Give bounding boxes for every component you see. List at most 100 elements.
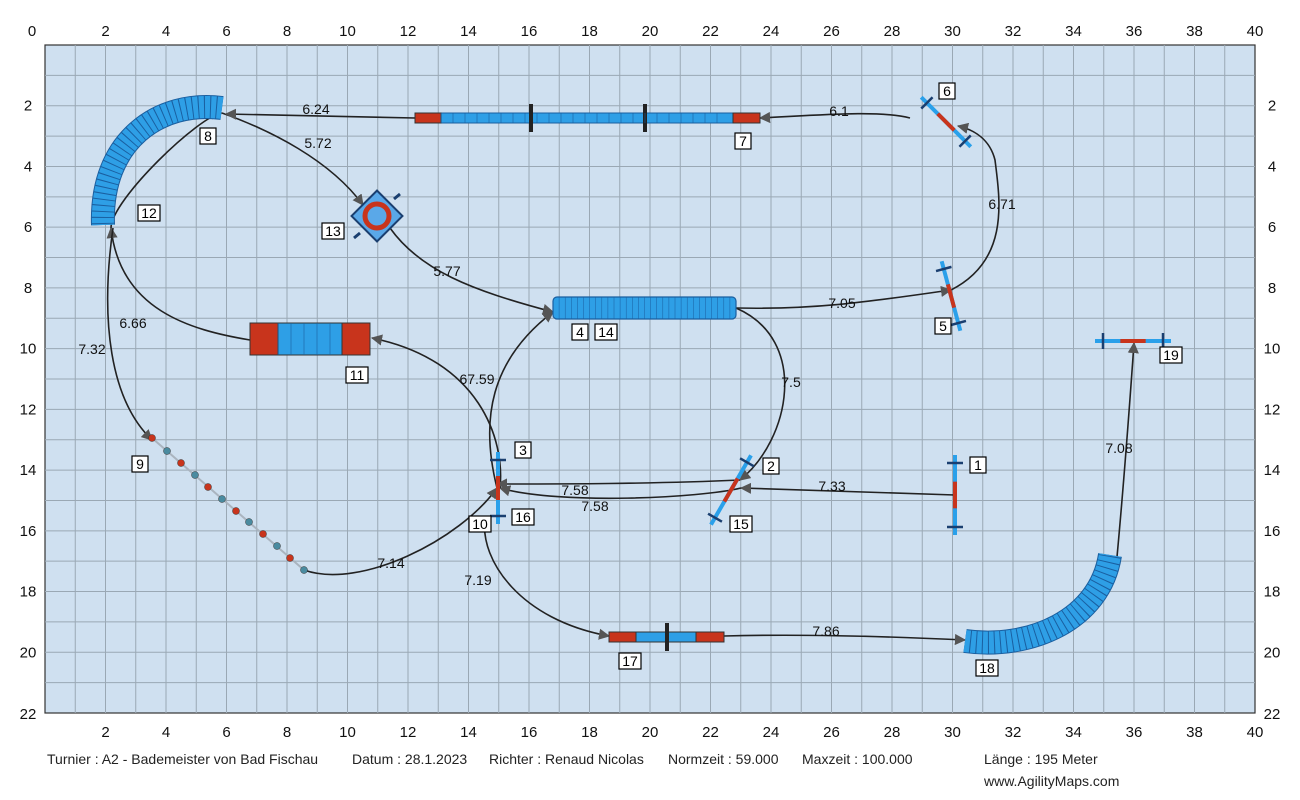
- y-tick-left: 16: [20, 523, 37, 540]
- x-tick-bottom: 12: [400, 724, 417, 741]
- distance-label: 7.86: [812, 623, 839, 639]
- obstacle-number-box: [321, 222, 345, 240]
- distance-label: 5.77: [433, 263, 460, 279]
- distance-label: 7.58: [581, 498, 608, 514]
- path-segment: [498, 485, 742, 500]
- distance-label: 7.5: [781, 374, 801, 390]
- obstacle-number-13: 13: [325, 223, 341, 239]
- obstacle-number-3: 3: [519, 442, 527, 458]
- obstacle-number-box: [131, 455, 149, 473]
- x-tick-bottom: 2: [101, 724, 109, 741]
- jump-center: [936, 112, 956, 132]
- x-tick-top: 30: [944, 23, 961, 40]
- y-tick-right: 4: [1268, 158, 1276, 175]
- x-tick-bottom: 36: [1126, 724, 1143, 741]
- x-tick-bottom: 26: [823, 724, 840, 741]
- path-segment: [303, 487, 498, 576]
- y-tick-left: 20: [20, 644, 37, 661]
- x-tick-top: 22: [702, 23, 719, 40]
- jump-wing: [950, 319, 967, 327]
- curved-tunnel-lower: [963, 552, 1121, 654]
- weave-pole: [148, 434, 156, 442]
- jump-obstacle: [947, 455, 963, 535]
- obstacle-number-box: [969, 456, 987, 474]
- jump-obstacle: [919, 95, 973, 149]
- obstacle-number-10: 10: [472, 516, 488, 532]
- obstacle-number-box: [137, 204, 161, 222]
- jump-obstacle: [490, 452, 506, 524]
- dogwalk-bottom-contact: [695, 631, 725, 643]
- course-path: [106, 108, 1139, 646]
- y-tick-right: 8: [1268, 280, 1276, 297]
- x-tick-top: 32: [1005, 23, 1022, 40]
- y-tick-right: 14: [1264, 462, 1281, 479]
- footer-website: www.AgilityMaps.com: [984, 773, 1120, 789]
- x-tick-bottom: 34: [1065, 724, 1082, 741]
- x-tick-top: 28: [884, 23, 901, 40]
- x-tick-bottom: 28: [884, 724, 901, 741]
- x-tick-bottom: 30: [944, 724, 961, 741]
- obstacle-number-box: [762, 457, 780, 475]
- x-tick-top: 36: [1126, 23, 1143, 40]
- x-tick-top: 8: [283, 23, 291, 40]
- y-tick-left: 12: [20, 401, 37, 418]
- y-tick-left: 2: [24, 98, 32, 115]
- path-segment: [488, 311, 554, 489]
- x-tick-top: 26: [823, 23, 840, 40]
- weave-pole: [245, 518, 253, 526]
- x-tick-top: 4: [162, 23, 170, 40]
- path-segment: [739, 482, 956, 496]
- dogwalk-support: [529, 104, 533, 132]
- distance-label: 6.24: [302, 101, 329, 117]
- x-tick-top: 34: [1065, 23, 1082, 40]
- x-tick-bottom: 20: [642, 724, 659, 741]
- x-tick-bottom: 24: [763, 724, 780, 741]
- footer-turnier: Turnier : A2 - Bademeister von Bad Fisch…: [47, 751, 319, 767]
- y-tick-right: 22: [1264, 706, 1281, 723]
- y-tick-right: 16: [1264, 523, 1281, 540]
- x-tick-top: 6: [222, 23, 230, 40]
- x-tick-bottom: 40: [1247, 724, 1264, 741]
- y-tick-right: 10: [1264, 341, 1281, 358]
- x-tick-bottom: 4: [162, 724, 170, 741]
- weave-pole: [286, 554, 294, 562]
- y-tick-right: 18: [1264, 584, 1281, 601]
- obstacle-number-5: 5: [939, 318, 947, 334]
- weave-pole: [273, 542, 281, 550]
- jump-wing: [920, 96, 934, 110]
- jump-obstacle: [707, 454, 755, 526]
- footer-laenge: Länge : 195 Meter: [984, 751, 1098, 767]
- obstacle-number-9: 9: [136, 456, 144, 472]
- obstacle-number-11: 11: [350, 367, 365, 383]
- path-segment: [221, 112, 364, 206]
- seesaw-contact-right: [341, 322, 371, 356]
- x-tick-bottom: 16: [521, 724, 538, 741]
- obstacle-number-box: [571, 323, 589, 341]
- x-tick-bottom: 32: [1005, 724, 1022, 741]
- obstacle-number-6: 6: [943, 83, 951, 99]
- x-tick-top: 40: [1247, 23, 1264, 40]
- dogwalk-top-obstacle: [414, 112, 761, 124]
- path-segment: [224, 108, 416, 120]
- weave-pole: [191, 471, 199, 479]
- obstacle-number-box: [511, 508, 535, 526]
- obstacle-number-box: [199, 127, 217, 145]
- obstacles: [90, 95, 1171, 655]
- seesaw-contact-left: [249, 322, 279, 356]
- x-tick-top: 24: [763, 23, 780, 40]
- x-tick-bottom: 18: [581, 724, 598, 741]
- x-tick-bottom: 22: [702, 724, 719, 741]
- obstacle-number-box: [1159, 346, 1183, 364]
- obstacle-number-16: 16: [515, 509, 531, 525]
- x-tick-top: 14: [460, 23, 477, 40]
- obstacle-number-8: 8: [204, 128, 212, 144]
- distance-label: 7.58: [561, 482, 588, 498]
- obstacle-number-box: [468, 515, 492, 533]
- jump-center: [945, 283, 957, 309]
- obstacle-number-box: [345, 366, 369, 384]
- x-tick-top: 18: [581, 23, 598, 40]
- y-tick-left: 6: [24, 219, 32, 236]
- distance-label: 6.1: [829, 103, 849, 119]
